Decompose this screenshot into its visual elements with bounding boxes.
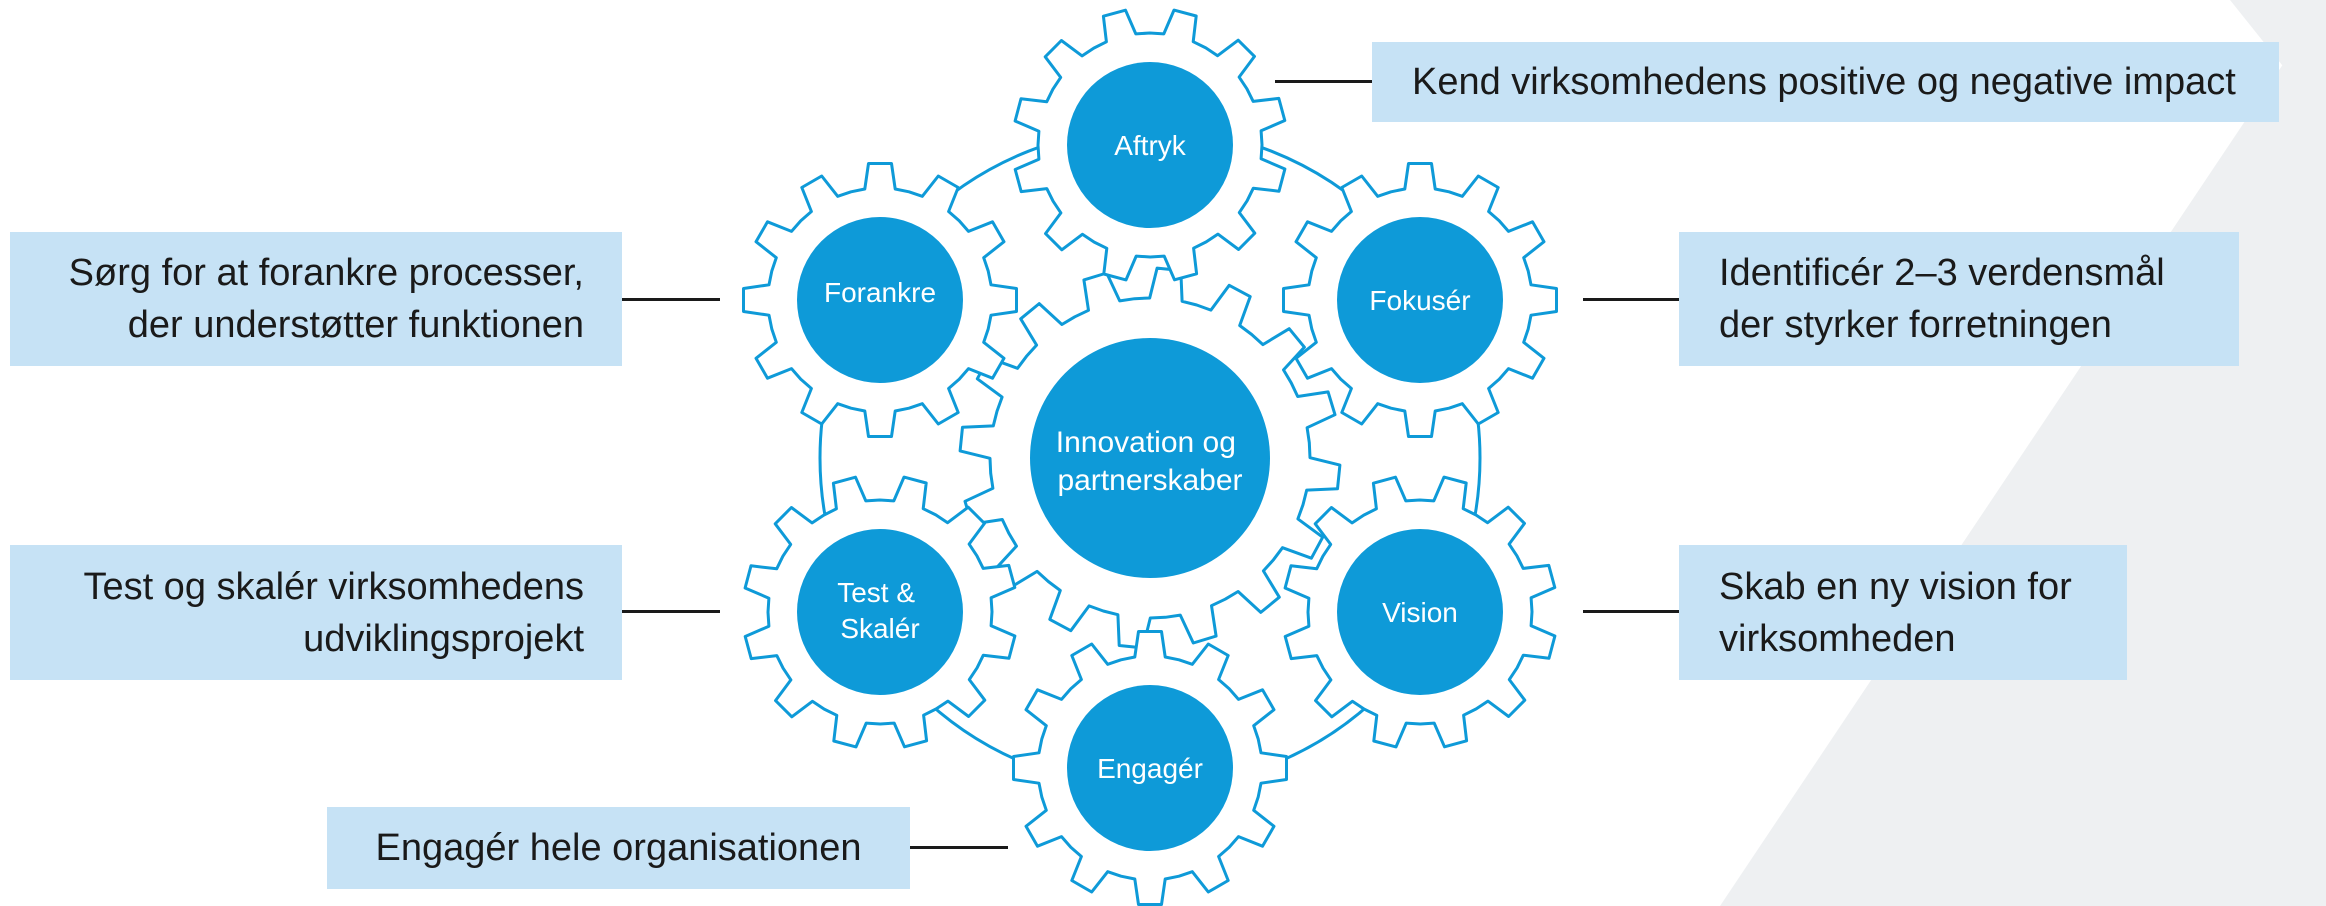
vision-label-line-1: Skab en ny vision for bbox=[1719, 565, 2072, 608]
svg-text:Test & Skalér: Test & Skalér bbox=[837, 577, 923, 644]
vision-node-label: Vision bbox=[1382, 597, 1458, 628]
test-skaler-label-line-1: Test og skalér virksomhedens bbox=[83, 565, 584, 608]
test-skaler-label-line-2: udviklingsprojekt bbox=[303, 617, 584, 660]
engager-label-line-1: Engagér hele organisationen bbox=[375, 827, 862, 869]
engager-node-label: Engagér bbox=[1097, 753, 1203, 784]
fokuser-label-line-2: der styrker forretningen bbox=[1719, 304, 2112, 346]
test-skaler-node-label-1: Test & bbox=[837, 577, 915, 608]
fokuser-connector bbox=[1583, 298, 1681, 301]
center-node-label-1: Innovation og bbox=[1056, 426, 1236, 459]
vision-label-box: Skab en ny vision for virksomheden bbox=[1679, 545, 2127, 680]
vision-connector bbox=[1583, 610, 1681, 613]
engager-connector bbox=[910, 846, 1008, 849]
fokuser-node bbox=[1337, 217, 1503, 383]
vision-node bbox=[1337, 529, 1503, 695]
fokuser-label-box: Identificér 2–3 verdensmål der styrker f… bbox=[1679, 232, 2239, 366]
test-skaler-connector bbox=[622, 610, 720, 613]
engager-node bbox=[1067, 685, 1233, 851]
aftryk-label-box: Kend virksomhedens positive og negative … bbox=[1372, 42, 2279, 122]
center-node bbox=[1030, 338, 1270, 578]
fokuser-label-line-1: Identificér 2–3 verdensmål bbox=[1719, 252, 2165, 294]
vision-label-line-2: virksomheden bbox=[1719, 617, 1956, 660]
center-node-label-2: partnerskaber bbox=[1057, 464, 1242, 497]
forankre-connector bbox=[622, 298, 720, 301]
svg-text:Innovation og partnerskabe: Innovation og partnerskaber bbox=[1056, 426, 1245, 497]
test-skaler-node-label-2: Skalér bbox=[840, 613, 919, 644]
engager-label-box: Engagér hele organisationen bbox=[327, 807, 910, 889]
forankre-node bbox=[797, 217, 963, 383]
test-skaler-node bbox=[797, 529, 963, 695]
forankre-label-line-2: der understøtter funktionen bbox=[127, 304, 584, 346]
aftryk-connector bbox=[1275, 80, 1375, 83]
fokuser-node-label: Fokusér bbox=[1369, 285, 1470, 316]
forankre-label-line-1: Sørg for at forankre processer, bbox=[68, 252, 584, 294]
aftryk-node bbox=[1067, 62, 1233, 228]
aftryk-node-label: Aftryk bbox=[1114, 130, 1187, 161]
forankre-label-box: Sørg for at forankre processer, der unde… bbox=[10, 232, 622, 366]
aftryk-label-line-1: Kend virksomhedens positive og negative … bbox=[1412, 61, 2236, 103]
test-skaler-label-box: Test og skalér virksomhedens udviklingsp… bbox=[10, 545, 622, 680]
forankre-node-label: Forankre bbox=[824, 277, 936, 308]
